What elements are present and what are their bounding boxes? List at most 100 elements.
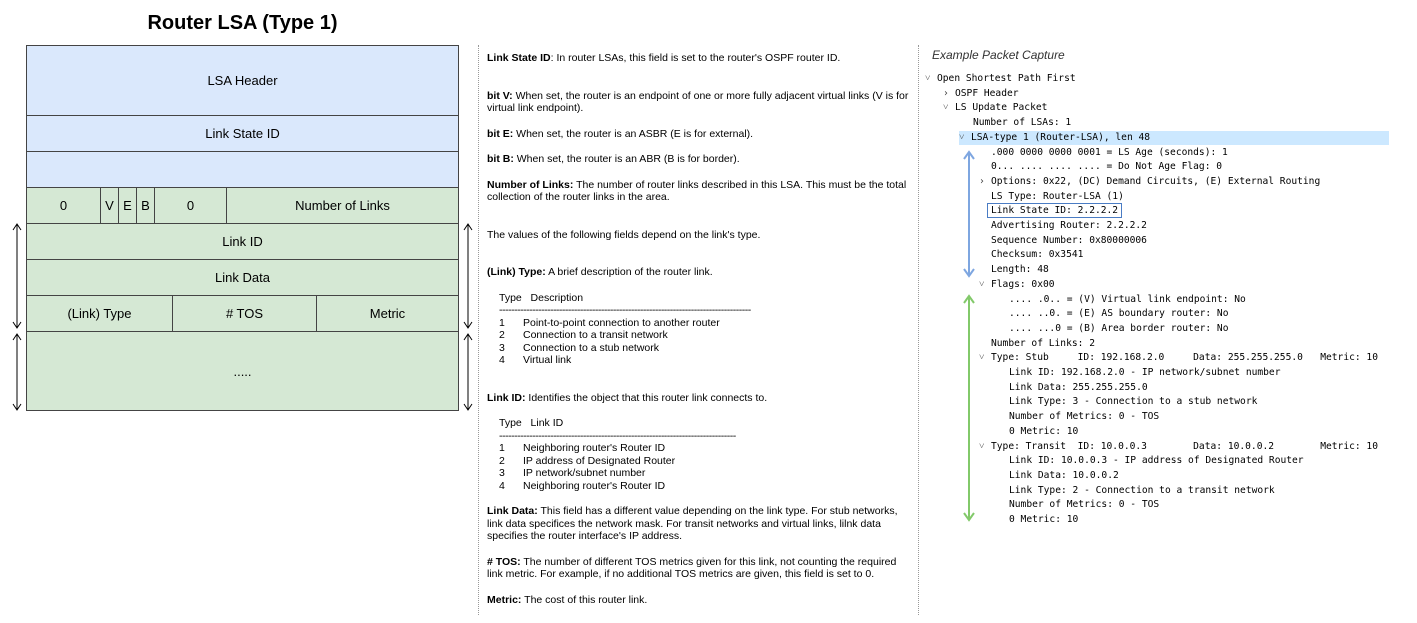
chevron-down-icon[interactable]: ˅: [943, 102, 949, 114]
tree-row[interactable]: ˅Type: Stub ID: 192.168.2.0 Data: 255.25…: [979, 351, 1378, 366]
tree-row[interactable]: 0... .... .... .... = Do Not Age Flag: 0: [979, 160, 1222, 175]
tree-row-text: Link Type: 3 - Connection to a stub netw…: [1009, 396, 1258, 408]
desc-number-of-links: Number of Links: The number of router li…: [487, 179, 912, 204]
chevron-right-icon[interactable]: ›: [943, 87, 949, 99]
bit-v: V: [100, 188, 118, 223]
column-divider-right: [918, 45, 919, 615]
tree-row-text: .000 0000 0000 0001 = LS Age (seconds): …: [991, 146, 1228, 158]
desc-metric: Metric: The cost of this router link.: [487, 594, 912, 607]
desc-text: The number of different TOS metrics give…: [487, 555, 897, 581]
tree-row[interactable]: Link Type: 2 - Connection to a transit n…: [997, 484, 1275, 499]
column-divider-left: [478, 45, 479, 615]
tree-row[interactable]: .000 0000 0000 0001 = LS Age (seconds): …: [979, 146, 1228, 161]
tree-row[interactable]: ˅Open Shortest Path First: [925, 72, 1076, 87]
lsa-header-field: LSA Header: [26, 45, 459, 116]
tree-row[interactable]: Number of LSAs: 1: [961, 116, 1071, 131]
tree-row[interactable]: Link ID: 10.0.0.3 - IP address of Design…: [997, 454, 1304, 469]
desc-bit-e: bit E: When set, the router is an ASBR (…: [487, 128, 912, 141]
more-links-field: .....: [26, 331, 459, 411]
tree-row-text: Link State ID: 2.2.2.2: [987, 203, 1123, 219]
tree-row[interactable]: Link Data: 10.0.0.2: [997, 469, 1119, 484]
row-type: 2: [499, 329, 505, 341]
tree-row[interactable]: ˅Flags: 0x00: [979, 278, 1055, 293]
tree-row-text: Number of Metrics: 0 - TOS: [1009, 499, 1160, 511]
row-type: 1: [499, 316, 505, 329]
tree-row[interactable]: 0 Metric: 10: [997, 425, 1078, 440]
tree-row-text: 0 Metric: 10: [1009, 425, 1079, 437]
capture-heading: Example Packet Capture: [932, 48, 1065, 62]
tree-row-text: 0 Metric: 10: [1009, 514, 1079, 525]
tree-row[interactable]: .... ...0 = (B) Area border router: No: [997, 322, 1229, 337]
chevron-down-icon[interactable]: ˅: [979, 352, 985, 364]
tree-row[interactable]: Link Type: 3 - Connection to a stub netw…: [997, 395, 1257, 410]
row-type: 2: [499, 454, 505, 467]
tree-row[interactable]: Number of Metrics: 0 - TOS: [997, 410, 1159, 425]
desc-text: Identifies the object that this router l…: [525, 391, 768, 404]
link-span-arrow-right-1: [463, 223, 473, 329]
link-span-arrow-left-1: [12, 223, 22, 329]
desc-label: bit B:: [487, 153, 514, 165]
tree-row-text: .... ...0 = (B) Area border router: No: [1009, 322, 1229, 334]
tree-row-text: Link Type: 2 - Connection to a transit n…: [1009, 484, 1275, 496]
diagram-title: Router LSA (Type 1): [147, 12, 338, 34]
tree-row-text: Number of LSAs: 1: [973, 117, 1072, 129]
chevron-down-icon[interactable]: ˅: [959, 131, 965, 143]
tree-row[interactable]: ˅LSA-type 1 (Router-LSA), len 48: [959, 130, 1389, 146]
tree-row[interactable]: ˅LS Update Packet: [943, 101, 1047, 116]
row-desc: Point-to-point connection to another rou…: [523, 316, 720, 329]
desc-text: : In router LSAs, this field is set to t…: [550, 52, 841, 64]
tree-row[interactable]: Link Data: 255.255.255.0: [997, 381, 1148, 396]
desc-bit-v: bit V: When set, the router is an endpoi…: [487, 90, 912, 115]
chevron-right-icon[interactable]: ›: [979, 175, 985, 187]
tree-row-text: LS Type: Router-LSA (1): [991, 190, 1124, 202]
link-type-table-rule: ----------------------------------------…: [499, 304, 751, 316]
row-type: 3: [499, 341, 505, 354]
tree-row[interactable]: .... ..0. = (E) AS boundary router: No: [997, 307, 1229, 322]
row-desc: Neighboring router's Router ID: [523, 442, 666, 454]
row-desc: IP address of Designated Router: [523, 454, 676, 467]
tree-row-text: .... .0.. = (V) Virtual link endpoint: N…: [1009, 293, 1246, 305]
tree-row[interactable]: Number of Links: 2: [979, 337, 1095, 352]
tree-row[interactable]: › OSPF Header: [943, 87, 1019, 102]
tree-row[interactable]: ›Options: 0x22, (DC) Demand Circuits, (E…: [979, 175, 1320, 190]
desc-text: This field has a different value dependi…: [487, 505, 898, 542]
desc-link-data: Link Data: This field has a different va…: [487, 505, 912, 543]
tree-row[interactable]: Link ID: 192.168.2.0 - IP network/subnet…: [997, 366, 1280, 381]
row-desc: IP network/subnet number: [523, 467, 646, 479]
tree-row[interactable]: Length: 48: [979, 263, 1049, 278]
tree-row[interactable]: .... .0.. = (V) Virtual link endpoint: N…: [997, 293, 1246, 308]
link-data-label: Link Data: [215, 270, 270, 285]
tree-row[interactable]: Checksum: 0x3541: [979, 248, 1083, 263]
desc-text: When set, the router is an ASBR (E is fo…: [513, 127, 754, 140]
tree-row[interactable]: 0 Metric: 10: [997, 513, 1078, 528]
tree-row[interactable]: Number of Metrics: 0 - TOS: [997, 498, 1159, 513]
tree-row[interactable]: Advertising Router: 2.2.2.2: [979, 219, 1147, 234]
link-id-table-header: Type Link ID: [499, 417, 564, 429]
desc-bit-b: bit B: When set, the router is an ABR (B…: [487, 153, 912, 166]
tree-row-text: Link Data: 255.255.255.0: [1009, 381, 1148, 393]
tree-row-text: OSPF Header: [955, 87, 1019, 99]
tree-row[interactable]: Sequence Number: 0x80000006: [979, 234, 1147, 249]
desc-label: Metric:: [487, 593, 522, 606]
link-span-arrow-left-2: [12, 333, 22, 411]
desc-text: The cost of this router link.: [521, 593, 648, 606]
row-type: 3: [499, 467, 505, 479]
table-row: 2 IP address of Designated Router: [499, 455, 912, 468]
chevron-down-icon[interactable]: ˅: [925, 73, 931, 84]
chevron-down-icon[interactable]: ˅: [979, 440, 985, 452]
bit-e: E: [118, 188, 136, 223]
table-row: 3 IP network/subnet number: [499, 467, 912, 480]
chevron-down-icon[interactable]: ˅: [979, 278, 985, 290]
link-state-id-label: Link State ID: [205, 126, 280, 141]
bit-b: B: [136, 188, 154, 223]
tree-row-text: Link ID: 10.0.0.3 - IP address of Design…: [1009, 455, 1304, 467]
tos-cell: # TOS: [172, 296, 316, 331]
desc-link-id: Link ID: Identifies the object that this…: [487, 392, 912, 405]
tree-row[interactable]: Link State ID: 2.2.2.2: [979, 203, 1123, 219]
tree-row[interactable]: ˅Type: Transit ID: 10.0.0.3 Data: 10.0.0…: [979, 440, 1378, 455]
empty-field: [26, 151, 459, 188]
tree-row[interactable]: LS Type: Router-LSA (1): [979, 190, 1124, 205]
row-type: 4: [499, 354, 505, 366]
